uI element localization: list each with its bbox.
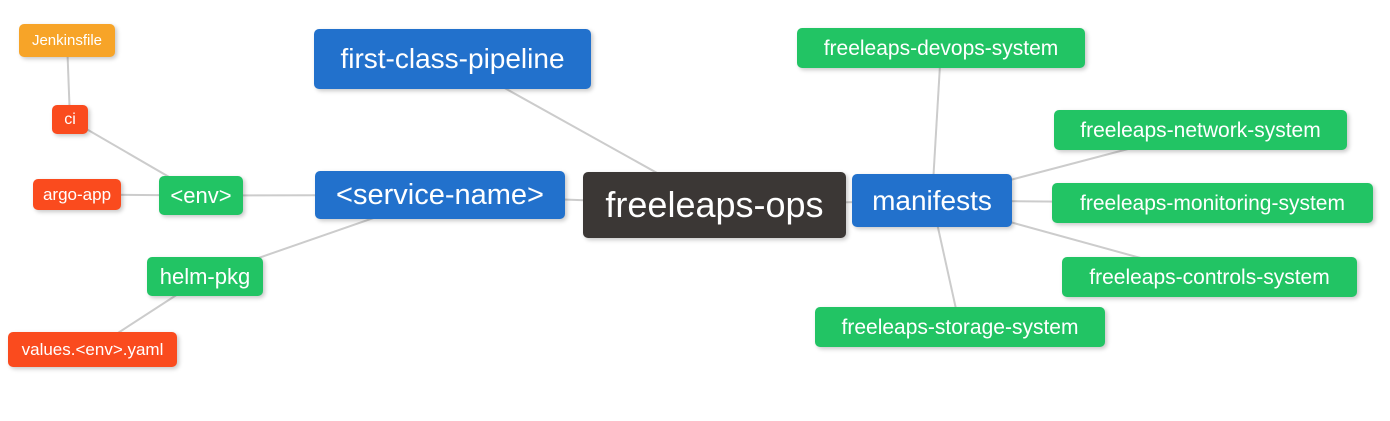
node-network-system[interactable]: freeleaps-network-system [1054,110,1347,150]
node-values-env-yaml[interactable]: values.<env>.yaml [8,332,177,367]
node-label: freeleaps-monitoring-system [1080,191,1345,215]
node-monitoring-system[interactable]: freeleaps-monitoring-system [1052,183,1373,223]
node-label: first-class-pipeline [340,43,565,74]
node-label: freeleaps-devops-system [823,36,1059,60]
node-controls-system[interactable]: freeleaps-controls-system [1062,257,1357,297]
node-label: helm-pkg [159,263,251,289]
node-storage-system[interactable]: freeleaps-storage-system [815,307,1105,347]
node-label: manifests [872,184,992,216]
node-manifests[interactable]: manifests [852,174,1012,227]
node-label: freeleaps-network-system [1080,118,1321,142]
node-label: freeleaps-controls-system [1089,265,1330,289]
node-jenkinsfile[interactable]: Jenkinsfile [19,24,115,57]
node-label: freeleaps-ops [605,184,824,225]
node-label: freeleaps-storage-system [841,315,1079,339]
node-env[interactable]: <env> [159,176,243,215]
node-label: argo-app [42,185,112,204]
node-helm-pkg[interactable]: helm-pkg [147,257,263,296]
node-freeleaps-ops[interactable]: freeleaps-ops [583,172,846,238]
node-label: Jenkinsfile [31,32,103,49]
node-first-class-pipeline[interactable]: first-class-pipeline [314,29,591,89]
node-service-name[interactable]: <service-name> [315,171,565,219]
node-label: <env> [170,182,232,208]
node-devops-system[interactable]: freeleaps-devops-system [797,28,1085,68]
node-label: ci [64,110,76,128]
node-label: values.<env>.yaml [21,340,164,359]
node-argo-app[interactable]: argo-app [33,179,121,210]
node-ci[interactable]: ci [52,105,88,134]
node-label: <service-name> [336,178,544,211]
